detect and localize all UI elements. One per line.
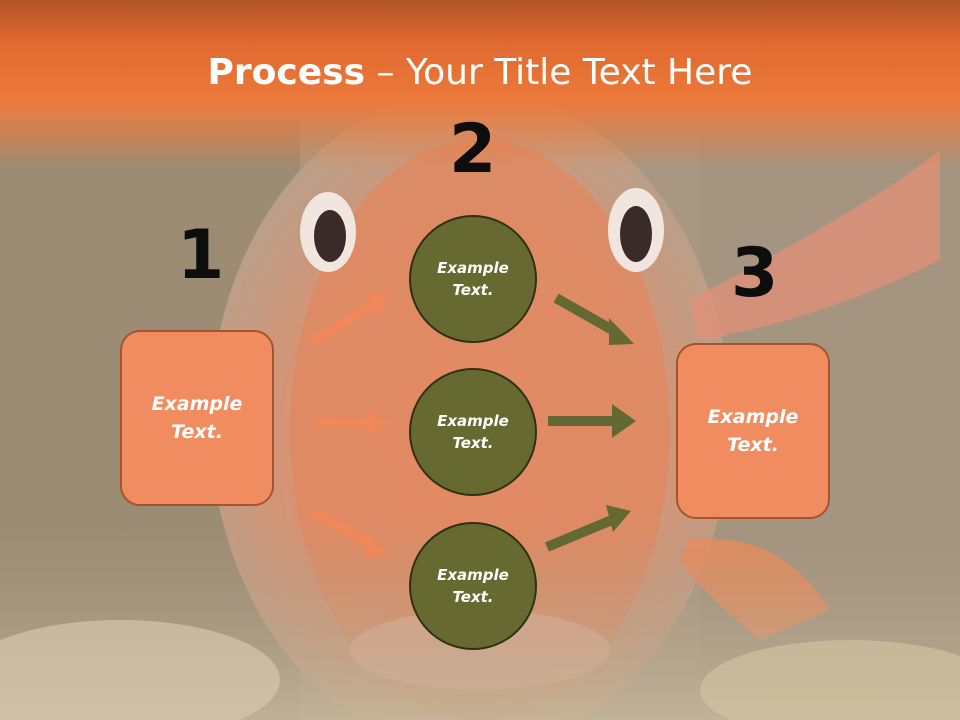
header-band	[0, 0, 960, 170]
step-number-3: 3	[731, 234, 779, 313]
right-box: Example Text.	[676, 343, 830, 519]
circle-top: Example Text.	[409, 215, 537, 343]
title-bold: Process	[207, 52, 366, 93]
left-box: Example Text.	[120, 330, 274, 506]
step-number-2: 2	[449, 110, 497, 189]
slide-title: Process – Your Title Text Here	[0, 52, 960, 93]
step-number-1: 1	[177, 216, 225, 295]
title-rest: – Your Title Text Here	[365, 52, 753, 93]
circle-bottom: Example Text.	[409, 522, 537, 650]
circle-middle: Example Text.	[409, 368, 537, 496]
